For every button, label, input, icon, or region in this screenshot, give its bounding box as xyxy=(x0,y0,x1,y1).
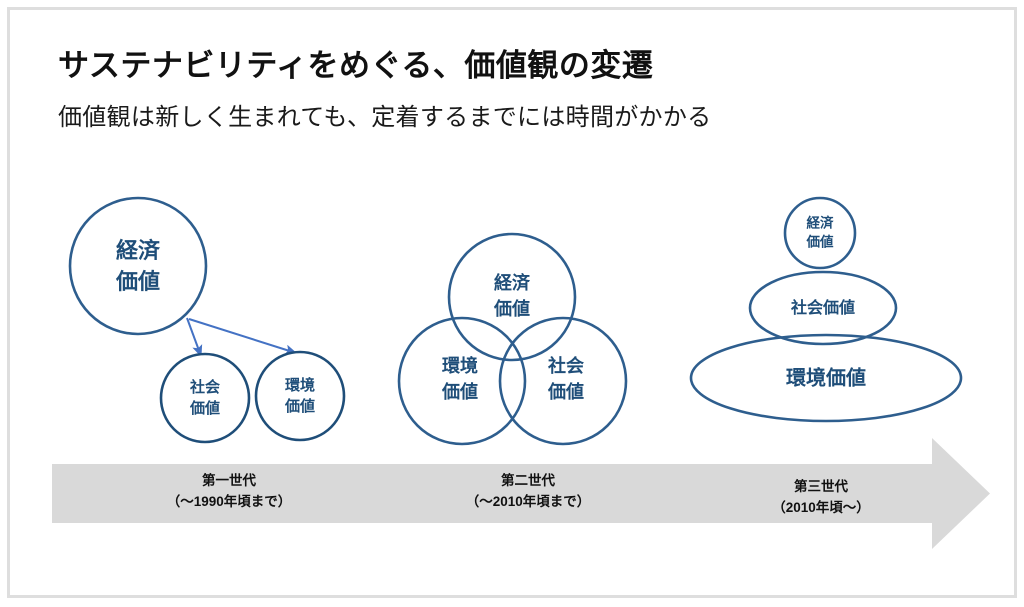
page-subtitle: 価値観は新しく生まれても、定着するまでには時間がかかる xyxy=(58,104,712,131)
gen1-environment-label-line2: 価値 xyxy=(284,397,315,415)
gen1-bubble-social: 社会 価値 xyxy=(159,352,251,444)
arrow-economic-to-social xyxy=(186,317,203,358)
gen2-economic-label-line1: 経済 xyxy=(494,272,531,293)
timeline-gen2-name: 第二世代 xyxy=(501,472,555,488)
gen1-bubble-environment: 環境 価値 xyxy=(254,350,346,442)
gen1-environment-label-line1: 環境 xyxy=(285,376,315,394)
gen2-social-label-line2: 価値 xyxy=(547,381,584,402)
gen2-bubble-social-label: 社会 価値 xyxy=(547,355,584,402)
gen1-social-label-line2: 価値 xyxy=(189,399,220,417)
gen1-economic-label-line2: 価値 xyxy=(115,269,160,294)
gen2-bubble-environment-label: 環境 価値 xyxy=(441,355,478,402)
gen1-group: 経済 価値 社会 価値 環境 価値 xyxy=(68,196,346,444)
timeline-gen1-period: （〜1990年頃まで） xyxy=(167,493,292,509)
gen1-arrows xyxy=(186,317,298,358)
gen3-ellipse-social xyxy=(748,270,898,346)
timeline-gen3-name: 第三世代 xyxy=(794,478,848,494)
gen2-group: 経済 価値 環境 価値 社会 価値 xyxy=(397,232,628,446)
timeline-arrow xyxy=(52,438,990,549)
gen3-ellipse-environment xyxy=(689,333,963,423)
timeline-label-gen1: 第一世代 （〜1990年頃まで） xyxy=(167,472,292,509)
gen3-circle-economic xyxy=(783,196,857,270)
gen1-social-label-line1: 社会 xyxy=(189,378,220,396)
gen2-environment-label-line2: 価値 xyxy=(441,381,478,402)
gen3-economic-label-line2: 価値 xyxy=(806,234,835,250)
gen2-bubble-economic-label: 経済 価値 xyxy=(493,272,531,319)
arrow-economic-to-environment xyxy=(188,318,298,355)
gen2-economic-label-line2: 価値 xyxy=(493,298,530,319)
page-title: サステナビリティをめぐる、価値観の変遷 xyxy=(58,48,654,83)
gen1-economic-label-line1: 経済 xyxy=(116,238,161,263)
timeline-label-gen2: 第二世代 （〜2010年頃まで） xyxy=(466,472,591,509)
gen2-circle-economic xyxy=(447,232,577,362)
gen3-group: 経済 価値 社会価値 環境価値 xyxy=(689,196,963,423)
timeline-gen3-period: （2010年頃〜） xyxy=(772,499,870,515)
gen1-bubble-economic: 経済 価値 xyxy=(68,196,208,336)
gen2-circle-environment xyxy=(397,316,527,446)
timeline-gen1-name: 第一世代 xyxy=(202,472,256,488)
gen3-social-label: 社会価値 xyxy=(790,298,855,317)
gen2-environment-label-line1: 環境 xyxy=(442,355,478,376)
gen3-environment-label: 環境価値 xyxy=(786,365,866,389)
gen3-bubble-economic-label: 経済 価値 xyxy=(806,215,835,250)
gen2-circle-social xyxy=(498,316,628,446)
timeline-gen2-period: （〜2010年頃まで） xyxy=(466,493,591,509)
gen2-social-label-line1: 社会 xyxy=(548,355,584,376)
timeline-label-gen3: 第三世代 （2010年頃〜） xyxy=(772,478,870,515)
gen3-economic-label-line1: 経済 xyxy=(807,215,835,231)
